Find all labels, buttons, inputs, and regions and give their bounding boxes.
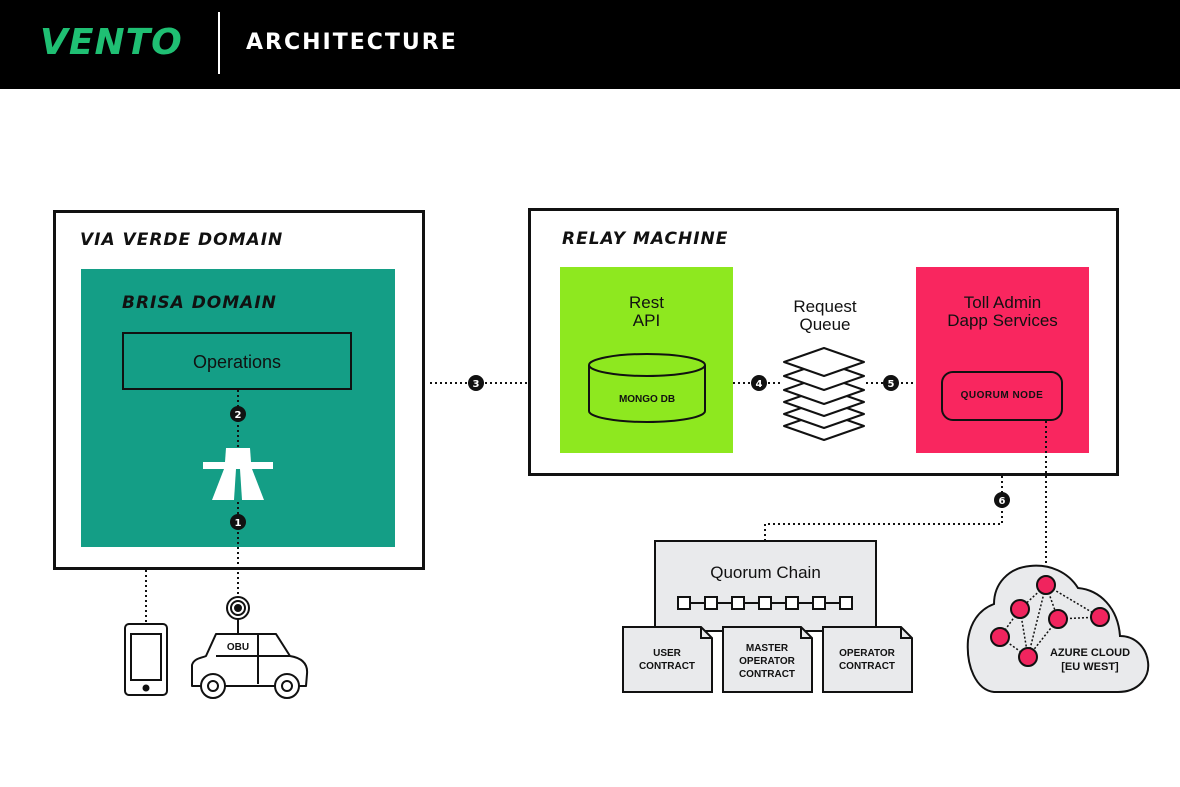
step-markers: 1 2 3 4 5 6 — [230, 375, 1010, 530]
header-bar: VENTO ARCHITECTURE — [0, 0, 1180, 89]
via-verde-title: VIA VERDE DOMAIN — [80, 230, 284, 250]
quorum-node-label: QUORUM NODE — [960, 390, 1044, 401]
operator-contract-line-2: CONTRACT — [839, 661, 895, 672]
step-5-text: 5 — [888, 379, 895, 390]
connectors — [145, 382, 1047, 622]
step-2-text: 2 — [235, 410, 242, 421]
master-operator-contract-doc: MASTER OPERATOR CONTRACT — [722, 626, 813, 693]
toll-admin-box — [916, 267, 1089, 453]
step-marker-4: 4 — [751, 375, 767, 391]
toll-admin-label: Toll Admin Dapp Services — [916, 294, 1089, 330]
operator-contract-line-1: OPERATOR — [839, 648, 896, 659]
operator-contract-doc: OPERATOR CONTRACT — [822, 626, 913, 693]
quorum-chain-title: Quorum Chain — [710, 563, 821, 582]
quorum-node-box — [941, 371, 1063, 421]
mongo-db-label: MONGO DB — [619, 394, 675, 405]
obu-label: OBU — [227, 642, 249, 653]
user-contract-doc: USER CONTRACT — [622, 626, 713, 693]
user-contract-line-1: USER — [653, 648, 682, 659]
page-title: ARCHITECTURE — [246, 30, 458, 55]
request-queue-line-2: Queue — [799, 315, 851, 334]
toll-admin-line-1: Toll Admin — [963, 293, 1042, 312]
car-icon — [191, 596, 309, 699]
header-divider — [218, 12, 220, 74]
step-marker-1: 1 — [230, 514, 246, 530]
relay-machine-title: RELAY MACHINE — [562, 229, 729, 249]
step-marker-3: 3 — [468, 375, 484, 391]
smartphone-icon — [124, 623, 168, 696]
step-marker-2: 2 — [230, 406, 246, 422]
step-6-text: 6 — [999, 496, 1006, 507]
vento-logo: VENTO — [40, 22, 183, 63]
master-contract-line-3: CONTRACT — [739, 669, 795, 680]
request-queue-line-1: Request — [793, 297, 857, 316]
connector-relay-chain — [764, 476, 1003, 540]
request-queue-icon — [783, 347, 865, 441]
step-1-text: 1 — [235, 518, 242, 529]
rest-api-line-2: API — [632, 311, 661, 330]
rest-api-line-1: Rest — [629, 293, 664, 312]
step-marker-6: 6 — [994, 492, 1010, 508]
user-contract-line-2: CONTRACT — [639, 661, 695, 672]
cloud-label-line-1: AZURE CLOUD — [1050, 647, 1130, 659]
cloud-label-line-2: [EU WEST] — [1061, 661, 1119, 673]
brisa-title: BRISA DOMAIN — [122, 293, 277, 313]
master-contract-line-1: MASTER — [746, 643, 789, 654]
mongo-db-icon — [588, 353, 706, 423]
highway-icon — [203, 448, 273, 500]
azure-cloud-icon: AZURE CLOUD [EU WEST] — [966, 564, 1150, 693]
step-3-text: 3 — [473, 379, 480, 390]
master-contract-line-2: OPERATOR — [739, 656, 796, 667]
rest-api-label: Rest API — [560, 294, 733, 330]
blockchain-icon — [677, 596, 853, 610]
operations-box — [122, 332, 352, 390]
step-4-text: 4 — [756, 379, 763, 390]
toll-admin-line-2: Dapp Services — [947, 311, 1058, 330]
operations-label: Operations — [192, 352, 282, 372]
request-queue-label: Request Queue — [765, 298, 885, 334]
step-marker-5: 5 — [883, 375, 899, 391]
